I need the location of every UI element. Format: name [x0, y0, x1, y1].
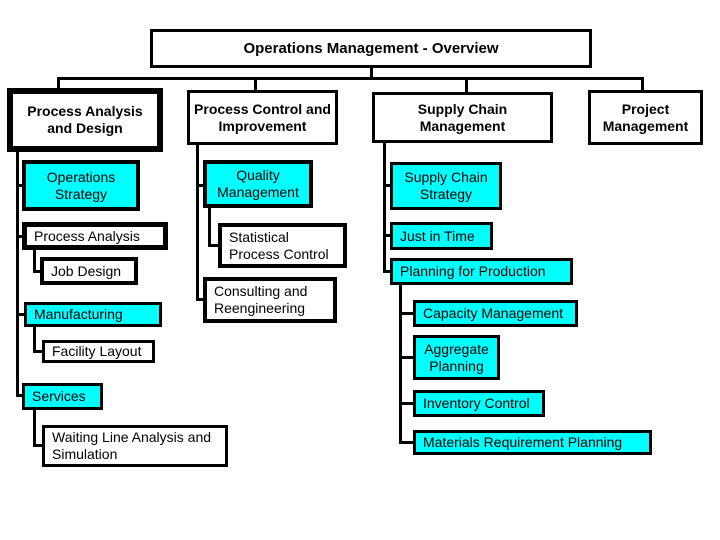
node-facility-layout: Facility Layout: [42, 340, 155, 363]
node-operations-strategy: Operations Strategy: [22, 160, 140, 211]
branch-project-management: Project Management: [588, 90, 703, 145]
node-waiting-line-analysis-simulation: Waiting Line Analysis and Simulation: [42, 425, 228, 467]
connector-line: [383, 143, 386, 273]
node-job-design: Job Design: [40, 257, 138, 285]
node-capacity-management: Capacity Management: [413, 300, 578, 327]
node-materials-requirement-planning: Materials Requirement Planning: [413, 430, 652, 455]
connector-line: [465, 79, 468, 92]
connector-line: [399, 356, 413, 359]
connector-line: [383, 234, 390, 237]
connector-line: [16, 313, 24, 316]
node-process-analysis: Process Analysis: [22, 222, 168, 250]
connector-line: [33, 327, 36, 353]
node-just-in-time: Just in Time: [390, 222, 493, 250]
node-inventory-control: Inventory Control: [413, 390, 545, 417]
branch-process-control-improvement: Process Control and Improvement: [187, 90, 338, 145]
connector-line: [196, 145, 199, 301]
connector-line: [383, 270, 390, 273]
connector-line: [399, 312, 413, 315]
node-services: Services: [22, 383, 103, 410]
connector-line: [33, 270, 40, 273]
node-consulting-reengineering: Consulting and Reengineering: [203, 277, 337, 323]
connector-line: [208, 208, 211, 247]
connector-line: [399, 441, 413, 444]
branch-process-analysis-design: Process Analysis and Design: [7, 88, 163, 152]
branch-supply-chain-management: Supply Chain Management: [372, 92, 553, 143]
connector-line: [16, 235, 22, 238]
connector-line: [254, 79, 257, 90]
connector-line: [16, 184, 22, 187]
connector-line: [57, 79, 60, 88]
connector-line: [196, 184, 203, 187]
node-supply-chain-strategy: Supply Chain Strategy: [390, 162, 502, 210]
connector-line: [196, 298, 203, 301]
node-title: Operations Management - Overview: [150, 29, 592, 68]
node-planning-for-production: Planning for Production: [390, 258, 573, 285]
connector-line: [33, 350, 42, 353]
connector-line: [370, 68, 373, 78]
node-quality-management: Quality Management: [203, 160, 313, 208]
node-statistical-process-control: Statistical Process Control: [218, 223, 347, 268]
node-manufacturing: Manufacturing: [24, 302, 162, 327]
connector-line: [16, 152, 19, 397]
connector-line: [641, 79, 644, 90]
connector-line: [33, 410, 36, 447]
connector-line: [399, 285, 402, 444]
connector-line: [383, 184, 390, 187]
connector-line: [33, 250, 36, 273]
connector-line: [57, 77, 644, 80]
connector-line: [208, 244, 218, 247]
connector-line: [399, 402, 413, 405]
node-aggregate-planning: Aggregate Planning: [413, 335, 500, 380]
connector-line: [33, 444, 42, 447]
connector-line: [16, 394, 22, 397]
